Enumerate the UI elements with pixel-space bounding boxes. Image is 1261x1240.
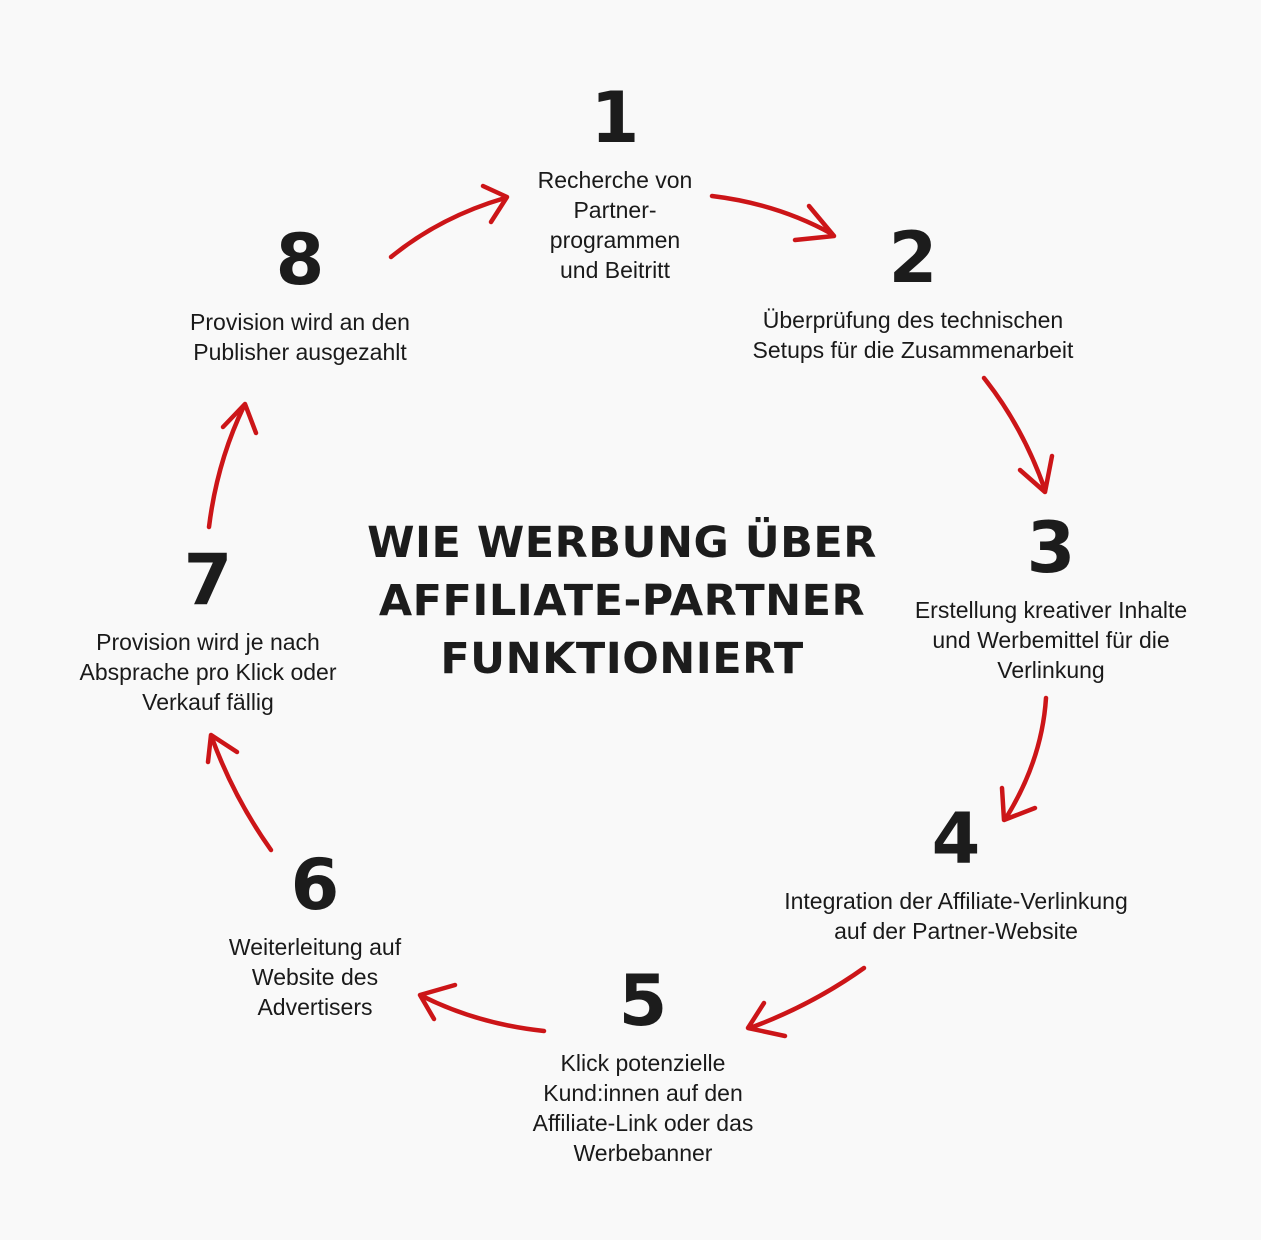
title-line-2: AFFILIATE-PARTNER	[378, 576, 866, 626]
step-5: 5 Klick potenzielle Kund:innen auf den A…	[493, 966, 793, 1168]
title-line-3: FUNKTIONIERT	[440, 634, 804, 684]
arrow-1-to-2	[709, 193, 837, 243]
step-description: Provision wird je nach Absprache pro Kli…	[79, 629, 337, 715]
arrow-2-to-3	[981, 375, 1055, 495]
step-description: Recherche von Partner- programmen und Be…	[537, 167, 693, 283]
step-7: 7 Provision wird je nach Absprache pro K…	[48, 545, 368, 717]
step-description: Klick potenzielle Kund:innen auf den Aff…	[532, 1050, 754, 1166]
arrow-8-to-1	[388, 183, 510, 260]
step-2: 2 Überprüfung des technischen Setups für…	[713, 223, 1113, 365]
arrow-4-to-5	[745, 965, 867, 1039]
step-number: 1	[590, 77, 640, 159]
step-8: 8 Provision wird an den Publisher ausgez…	[150, 225, 450, 367]
step-number: 2	[888, 217, 938, 299]
step-number: 3	[1026, 507, 1076, 589]
step-description: Weiterleitung auf Website des Advertiser…	[228, 934, 402, 1020]
step-number: 6	[290, 844, 340, 926]
title-line-1: WIE WERBUNG ÜBER	[367, 518, 877, 568]
step-description: Überprüfung des technischen Setups für d…	[752, 307, 1074, 363]
step-number: 7	[183, 539, 233, 621]
arrow-5-to-6	[417, 982, 547, 1034]
step-description: Erstellung kreativer Inhalte und Werbemi…	[914, 597, 1188, 683]
step-number: 5	[618, 960, 668, 1042]
step-number: 4	[931, 798, 981, 880]
step-description: Provision wird an den Publisher ausgezah…	[190, 309, 410, 365]
arrow-3-to-4	[999, 695, 1049, 823]
step-number: 8	[275, 219, 325, 301]
step-1: 1 Recherche von Partner- programmen und …	[465, 83, 765, 285]
step-4: 4 Integration der Affiliate-Verlinkung a…	[736, 804, 1176, 946]
diagram-title: WIE WERBUNG ÜBER AFFILIATE-PARTNER FUNKT…	[322, 514, 922, 688]
step-description: Integration der Affiliate-Verlinkung auf…	[784, 888, 1128, 944]
step-3: 3 Erstellung kreativer Inhalte und Werbe…	[871, 513, 1231, 685]
arrow-6-to-7	[205, 732, 274, 853]
arrow-7-to-8	[206, 401, 259, 530]
step-6: 6 Weiterleitung auf Website des Advertis…	[175, 850, 455, 1022]
